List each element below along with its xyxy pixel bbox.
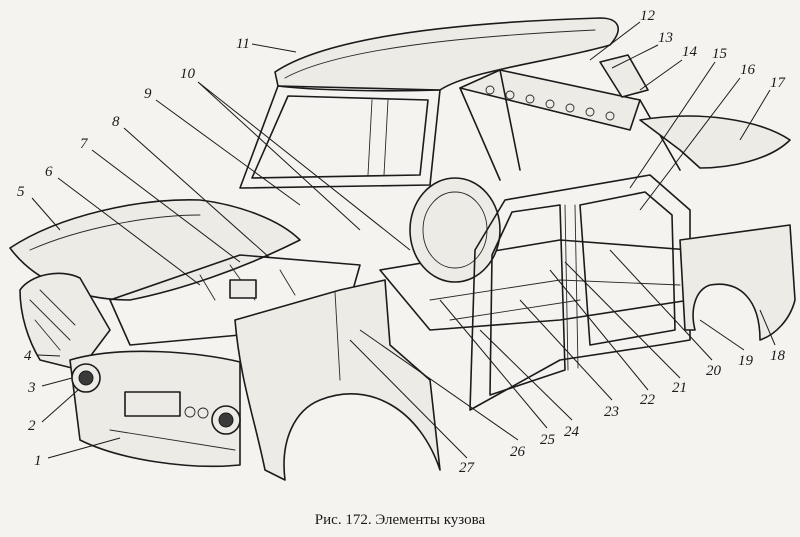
callout-18: 18 xyxy=(770,348,786,364)
callout-7: 7 xyxy=(80,136,89,152)
callout-11: 11 xyxy=(236,36,250,52)
callout-8: 8 xyxy=(112,114,120,130)
rear-roof-frame xyxy=(459,54,681,181)
callout-6: 6 xyxy=(45,164,53,180)
callout-23: 23 xyxy=(604,404,619,420)
callout-2: 2 xyxy=(28,418,36,434)
callout-27: 27 xyxy=(459,460,476,476)
roof-panel xyxy=(274,17,619,92)
front-panel xyxy=(69,350,241,468)
spare-wheel-well xyxy=(409,177,501,283)
callout-14: 14 xyxy=(682,44,698,60)
callout-16: 16 xyxy=(740,62,756,78)
callout-10: 10 xyxy=(180,66,196,82)
callout-24: 24 xyxy=(564,424,580,440)
callout-15: 15 xyxy=(712,46,728,62)
trunk-lid xyxy=(639,115,791,169)
front-fender-right xyxy=(234,279,441,481)
callout-21: 21 xyxy=(672,380,687,396)
rear-fender xyxy=(679,224,796,341)
car-body-diagram: 1 2 3 4 5 6 7 8 9 10 11 12 13 14 15 16 1… xyxy=(9,8,796,481)
hood xyxy=(9,199,301,301)
callout-12: 12 xyxy=(640,8,656,24)
callout-22: 22 xyxy=(640,392,656,408)
callout-5: 5 xyxy=(17,184,25,200)
windshield-frame xyxy=(239,85,441,189)
callout-20: 20 xyxy=(706,363,722,379)
callout-13: 13 xyxy=(658,30,673,46)
callout-25: 25 xyxy=(540,432,556,448)
callout-9: 9 xyxy=(144,86,152,102)
callouts: 1 2 3 4 5 6 7 8 9 10 11 12 13 14 15 16 1… xyxy=(17,8,787,476)
callout-4: 4 xyxy=(24,348,32,364)
callout-19: 19 xyxy=(738,353,754,369)
callout-3: 3 xyxy=(27,380,36,396)
side-frame xyxy=(469,174,691,411)
callout-26: 26 xyxy=(510,444,526,460)
callout-17: 17 xyxy=(770,75,787,91)
leader-lines xyxy=(31,21,776,459)
callout-1: 1 xyxy=(34,453,42,469)
figure-caption: Рис. 172. Элементы кузова xyxy=(314,512,486,528)
front-fender-left xyxy=(19,272,111,371)
